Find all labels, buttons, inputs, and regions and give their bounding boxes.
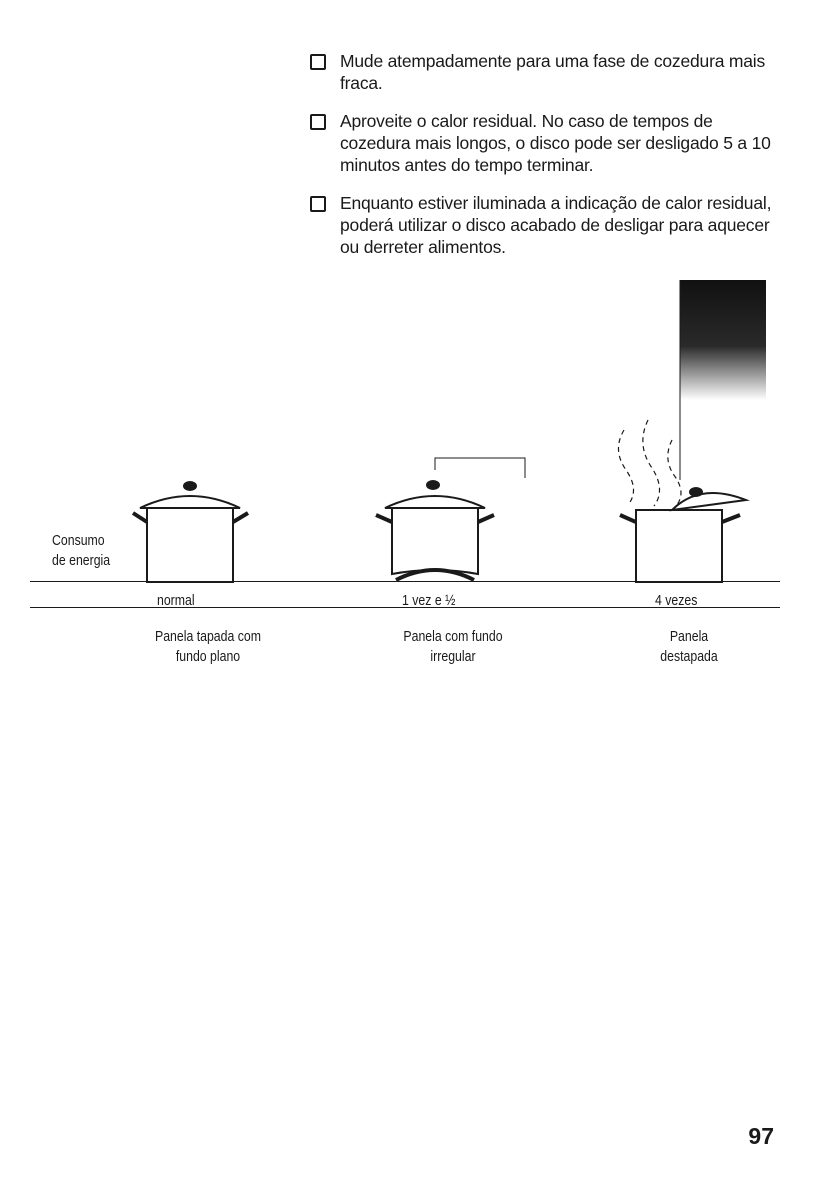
tip-item: Enquanto estiver iluminada a indicação d… (308, 192, 778, 258)
pot-uncovered-icon (617, 419, 750, 583)
caption-line: destapada (660, 648, 718, 665)
caption-line: irregular (430, 648, 476, 665)
checkbox-icon (310, 114, 326, 130)
tips-list: Mude atempadamente para uma fase de coze… (308, 50, 778, 274)
energy-bar-shade (680, 280, 766, 400)
checkbox-icon (310, 196, 326, 212)
tip-text: Mude atempadamente para uma fase de coze… (340, 51, 766, 93)
checkbox-icon (310, 54, 326, 70)
baseline-rule (30, 581, 780, 582)
value-rule (30, 607, 780, 608)
tip-text: Enquanto estiver iluminada a indicação d… (340, 193, 772, 257)
caption-uncovered: Panela destapada (628, 627, 751, 667)
caption-line: Panela (669, 628, 709, 645)
pot-covered-flat-icon (131, 481, 250, 583)
caption-irregular-bottom: Panela com fundo irregular (379, 627, 527, 667)
tip-text: Aproveite o calor residual. No caso de t… (340, 111, 771, 175)
consumo-line-1: Consumo (52, 532, 105, 549)
caption-line: Panela tapada com (154, 628, 261, 645)
energy-consumption-label: Consumo de energia (52, 531, 110, 571)
caption-line: Panela com fundo (403, 628, 503, 645)
page-number: 97 (748, 1123, 774, 1149)
tip-item: Mude atempadamente para uma fase de coze… (308, 50, 778, 94)
pot-irregular-bottom-icon (375, 457, 526, 582)
value-one-and-half: 1 vez e ½ (402, 592, 456, 609)
value-normal: normal (157, 592, 195, 609)
value-four-times: 4 vezes (655, 592, 698, 609)
pots-drawing (131, 280, 766, 583)
consumo-line-2: de energia (52, 552, 111, 569)
caption-covered-flat: Panela tapada com fundo plano (134, 627, 282, 667)
caption-line: fundo plano (175, 648, 241, 665)
tip-item: Aproveite o calor residual. No caso de t… (308, 110, 778, 176)
